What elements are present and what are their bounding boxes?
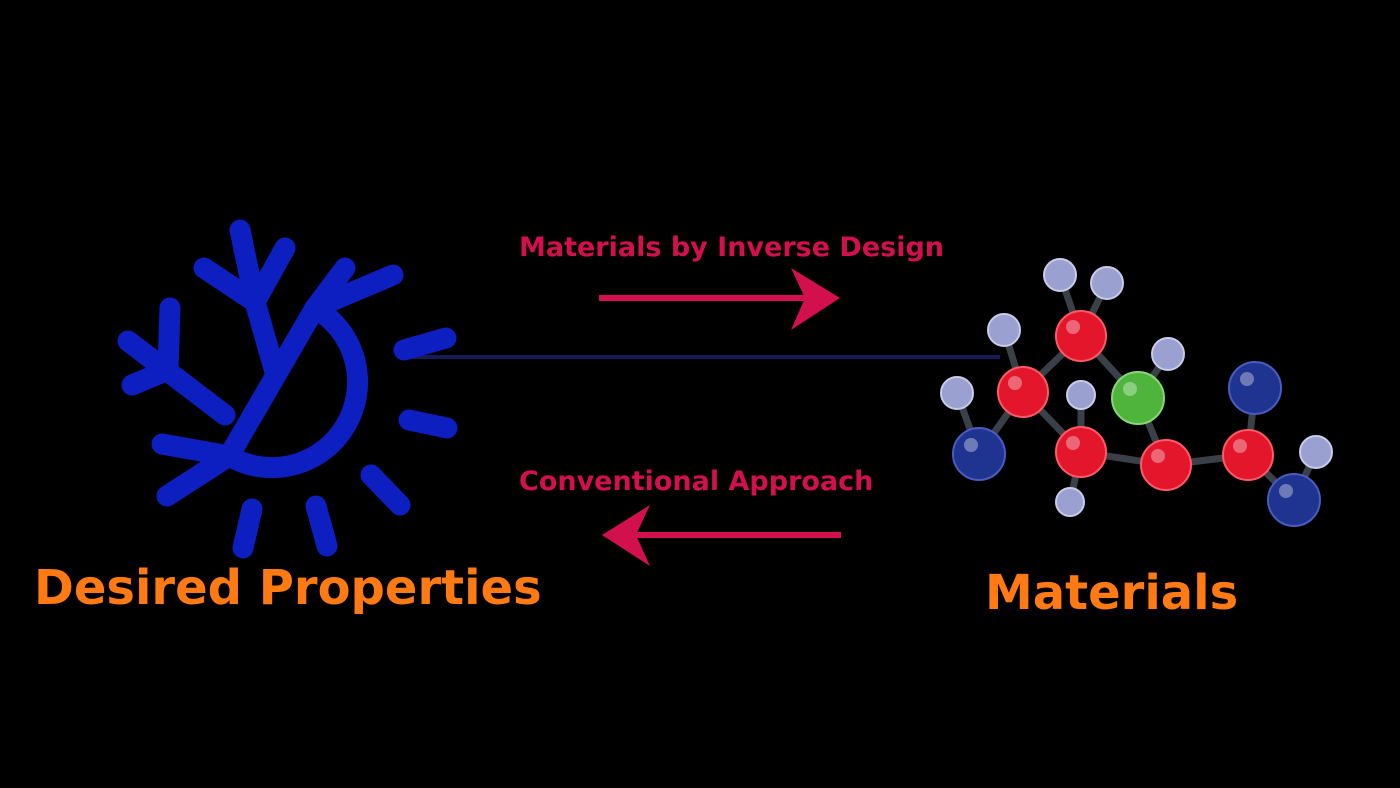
desired-properties-label: Desired Properties <box>34 560 542 616</box>
molecule-icon <box>940 258 1333 527</box>
materials-label: Materials <box>985 565 1239 621</box>
inverse-design-label: Materials by Inverse Design <box>519 232 945 263</box>
snowflake-sun-icon <box>117 219 458 559</box>
conventional-approach-label: Conventional Approach <box>519 466 874 497</box>
forward-arrow <box>599 268 840 330</box>
backward-arrow <box>602 505 841 566</box>
